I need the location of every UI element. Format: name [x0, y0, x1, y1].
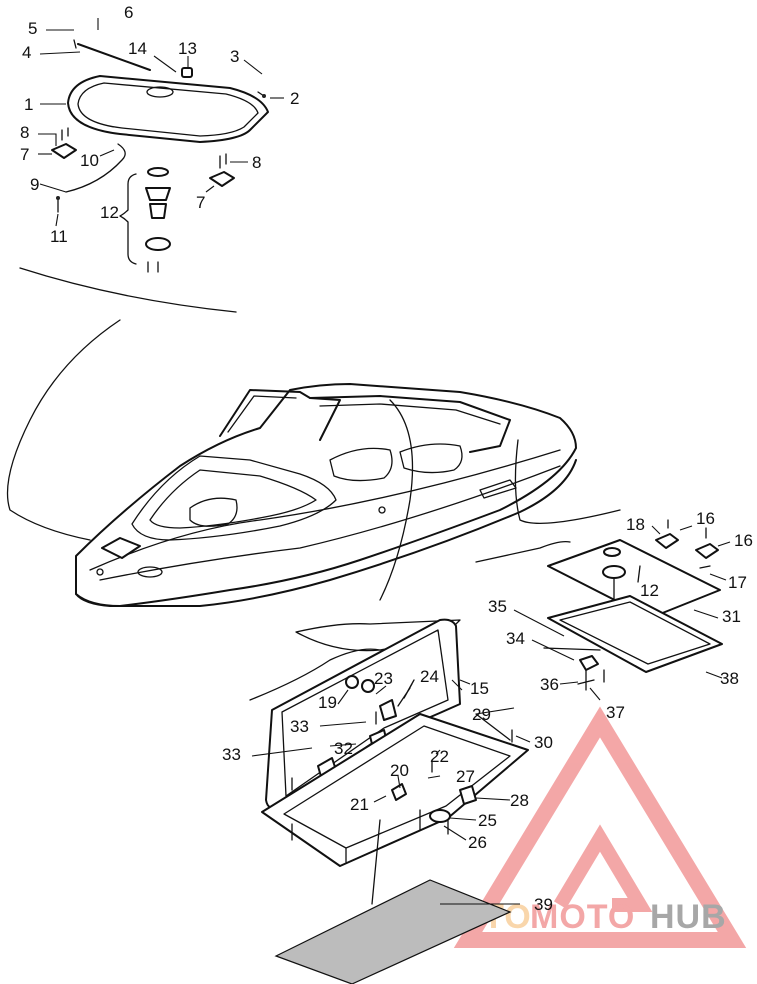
callout-24: 24	[420, 667, 439, 686]
top-hatch-assembly	[51, 39, 269, 273]
callout-29: 29	[472, 705, 491, 724]
callout-20: 20	[390, 761, 409, 780]
callout-26: 26	[468, 833, 487, 852]
callout-1: 1	[24, 95, 33, 114]
callout-25: 25	[478, 811, 497, 830]
callout-32: 32	[334, 739, 353, 758]
callout-10: 10	[80, 151, 99, 170]
callout-8-left: 8	[20, 123, 29, 142]
floor-mat	[274, 879, 512, 984]
callout-8-right: 8	[252, 153, 261, 172]
callout-2: 2	[290, 89, 299, 108]
callout-7-right: 7	[196, 193, 205, 212]
callout-7-left: 7	[20, 145, 29, 164]
watermark-moto: MOTO	[530, 898, 635, 936]
callout-labels: 5 6 4 14 13 3 2 1 8 7 10 8 9 7 12 11 18 …	[20, 3, 753, 914]
callout-33-lower: 33	[222, 745, 241, 764]
callout-3: 3	[230, 47, 239, 66]
callout-19: 19	[318, 693, 337, 712]
watermark-hub: HUB	[650, 898, 727, 936]
callout-5: 5	[28, 19, 37, 38]
callout-27: 27	[456, 767, 475, 786]
callout-30: 30	[534, 733, 553, 752]
storage-bin-assembly	[249, 618, 529, 984]
callout-12-right: 12	[640, 581, 659, 600]
callout-16-top: 16	[696, 509, 715, 528]
callout-18: 18	[626, 515, 645, 534]
callout-23: 23	[374, 669, 393, 688]
callout-35: 35	[488, 597, 507, 616]
callout-31: 31	[722, 607, 741, 626]
callout-38: 38	[720, 669, 739, 688]
boat-hull	[6, 267, 621, 607]
callout-13: 13	[178, 39, 197, 58]
callout-39: 39	[534, 895, 553, 914]
callout-4: 4	[22, 43, 31, 62]
callout-22: 22	[430, 747, 449, 766]
callout-15: 15	[470, 679, 489, 698]
callout-37: 37	[606, 703, 625, 722]
callout-16-right: 16	[734, 531, 753, 550]
callout-36: 36	[540, 675, 559, 694]
callout-9: 9	[30, 175, 39, 194]
callout-28: 28	[510, 791, 529, 810]
callout-34: 34	[506, 629, 525, 648]
callout-6: 6	[124, 3, 133, 22]
callout-12-top: 12	[100, 203, 119, 222]
callout-21: 21	[350, 795, 369, 814]
rear-hatch-assembly	[543, 519, 723, 691]
callout-33-upper: 33	[290, 717, 309, 736]
callout-14: 14	[128, 39, 147, 58]
leader-lines	[38, 18, 731, 905]
callout-17: 17	[728, 573, 747, 592]
callout-11: 11	[50, 227, 68, 246]
